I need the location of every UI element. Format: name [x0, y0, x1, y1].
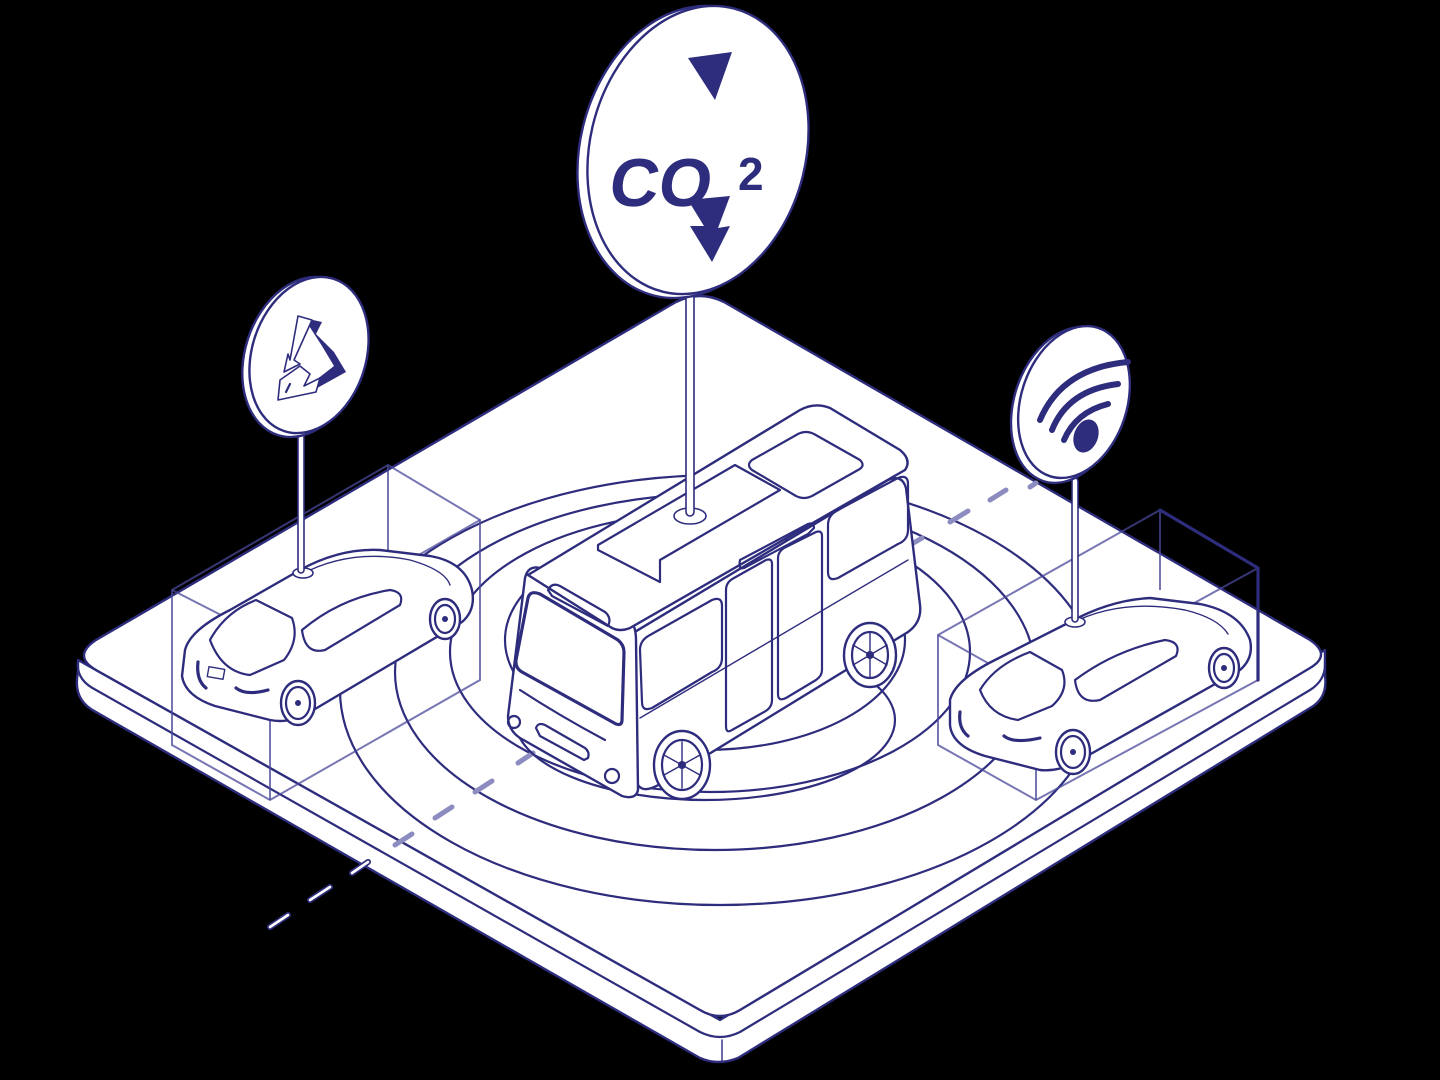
wifi-sign — [1009, 324, 1132, 485]
co2-reduction-icon: CO 2 — [605, 52, 764, 262]
wheel — [842, 621, 898, 689]
wheel — [652, 729, 712, 801]
recycle-sign — [241, 275, 370, 439]
shuttle-bus — [506, 404, 922, 802]
sign-poles — [297, 275, 1079, 623]
down-arrow-icon — [688, 52, 732, 100]
wheel — [1207, 646, 1241, 690]
right-car — [937, 508, 1260, 802]
co2-sign: CO 2 — [576, 4, 810, 300]
wheel — [279, 679, 317, 727]
wheel — [428, 597, 462, 641]
dashed-connection-line — [267, 480, 1039, 930]
wifi-signal-icon — [1037, 359, 1131, 453]
double-down-arrow-icon — [688, 196, 730, 262]
recycle-icon — [277, 315, 346, 401]
co2-subscript: 2 — [738, 148, 764, 200]
wheel — [1054, 728, 1092, 776]
